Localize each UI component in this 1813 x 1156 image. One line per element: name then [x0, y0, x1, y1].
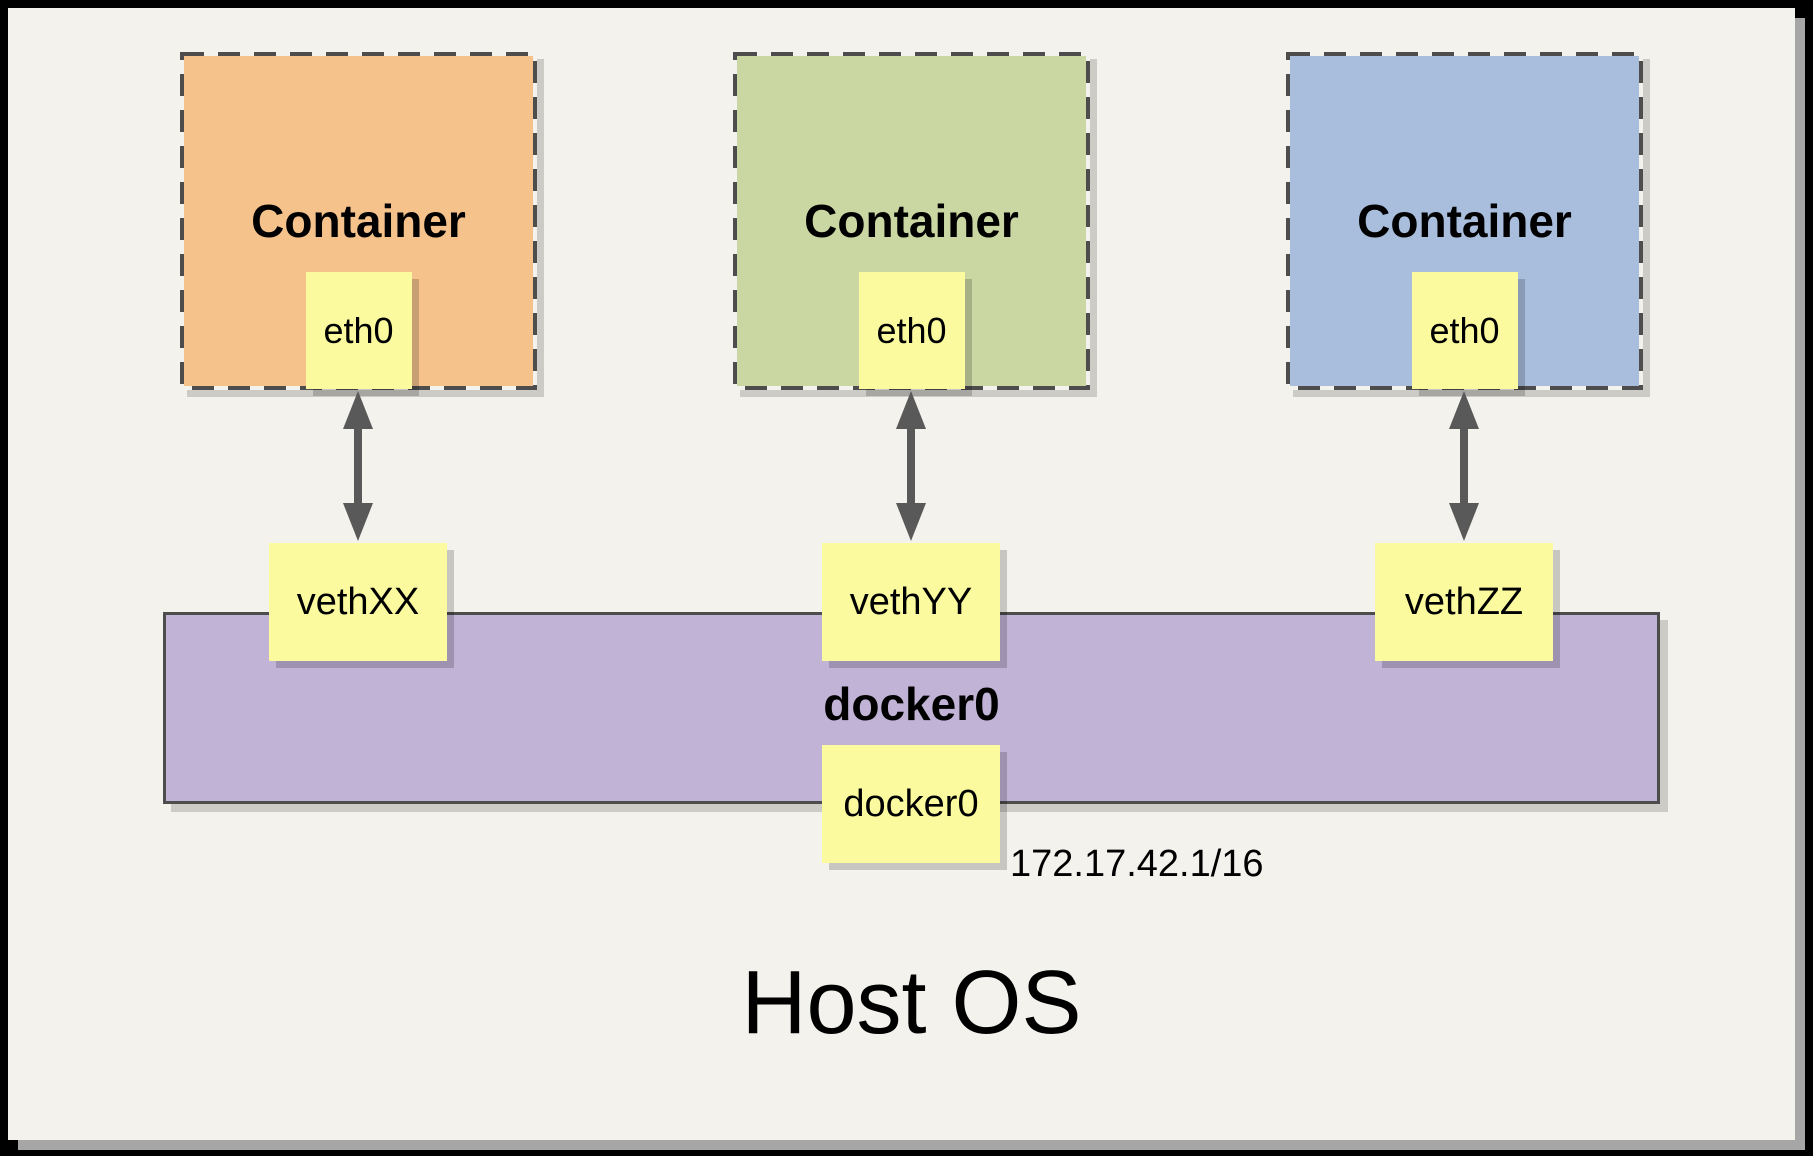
host-os-label: Host OS [741, 953, 1082, 1053]
eth0-interface-box: eth0 [858, 272, 965, 389]
container-title: Container [804, 195, 1019, 247]
eth0-label: eth0 [323, 309, 394, 351]
vethxx-label: vethXX [296, 580, 420, 623]
container-box-2: Container eth0 [733, 52, 1090, 390]
docker0-bridge-label: docker0 [823, 678, 1000, 730]
docker0-interface-box: docker0 [822, 745, 1000, 863]
vethyy-label: vethYY [849, 580, 973, 623]
docker0-interface-label: docker0 [843, 782, 979, 825]
vethzz-label: vethZZ [1404, 580, 1524, 623]
container-box-1: Container eth0 [180, 52, 537, 390]
vethyy-interface-box: vethYY [822, 543, 1000, 661]
bridge-ip-label: 172.17.42.1/16 [1010, 843, 1264, 885]
connection-arrow-icon [896, 391, 926, 541]
vethxx-interface-box: vethXX [269, 543, 447, 661]
container-title: Container [251, 195, 466, 247]
container-title: Container [1357, 195, 1572, 247]
eth0-label: eth0 [1429, 309, 1500, 351]
connection-arrow-icon [1449, 391, 1479, 541]
connection-arrow-icon [343, 391, 373, 541]
eth0-interface-box: eth0 [305, 272, 412, 389]
vethzz-interface-box: vethZZ [1375, 543, 1553, 661]
eth0-interface-box: eth0 [1411, 272, 1518, 389]
container-box-3: Container eth0 [1286, 52, 1643, 390]
eth0-label: eth0 [876, 309, 947, 351]
